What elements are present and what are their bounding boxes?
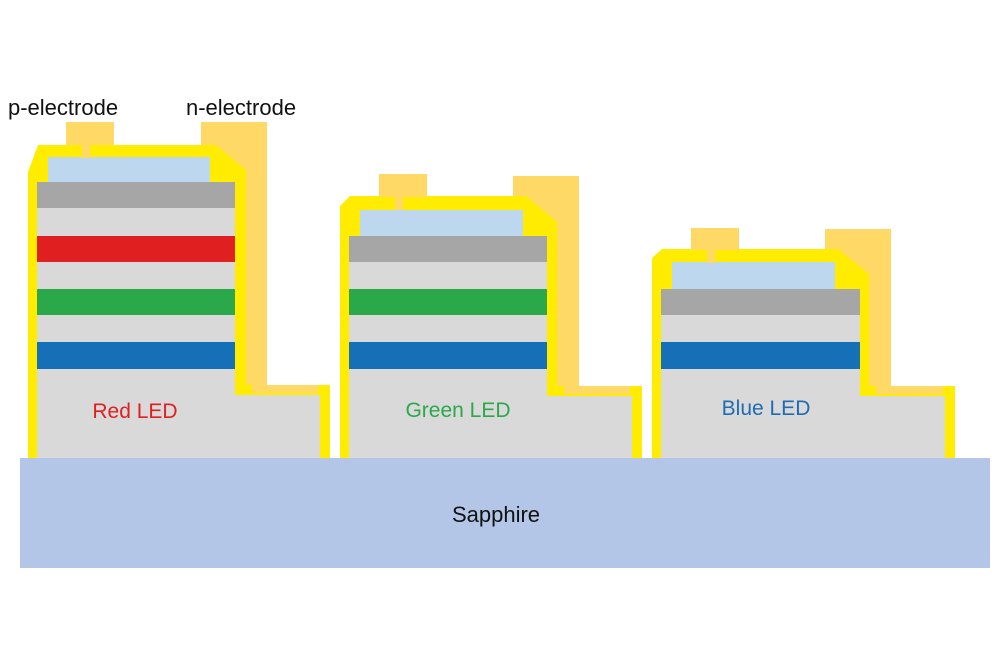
green-led-blue-layer [349,342,547,369]
green-spreading-layer [360,210,523,236]
blue-p-electrode-via [707,249,715,263]
green-led-label: Green LED [405,399,510,422]
red-led-stack: Red LED [28,122,330,458]
green-p-electrode-via [395,196,403,210]
blue-led-blue-layer [661,342,860,369]
red-spreading-layer [48,157,210,182]
red-n-electrode-foot [252,385,318,393]
blue-contact-layer [661,289,860,315]
red-led-label: Red LED [92,400,177,423]
blue-spreading-layer [672,262,835,289]
green-led-green-layer [349,289,547,315]
red-p-electrode-via [82,145,90,158]
green-led-stack: Green LED [340,174,642,458]
red-active-layer [37,236,235,262]
green-n-electrode-foot [564,386,630,394]
blue-led-label: Blue LED [722,397,811,420]
red-semiconductor [37,208,320,458]
red-p-electrode [66,122,114,145]
blue-p-electrode [691,228,739,250]
sapphire-label: Sapphire [452,502,540,527]
blue-active-layer [37,342,235,369]
p-electrode-label: p-electrode [8,95,118,120]
blue-n-electrode-foot [876,386,943,394]
sapphire-substrate [20,458,990,568]
n-electrode-label: n-electrode [186,95,296,120]
green-contact-layer [349,236,547,262]
green-p-electrode [379,174,427,197]
red-contact-layer [37,182,235,208]
green-active-layer [37,289,235,315]
blue-led-stack: Blue LED [652,228,955,458]
